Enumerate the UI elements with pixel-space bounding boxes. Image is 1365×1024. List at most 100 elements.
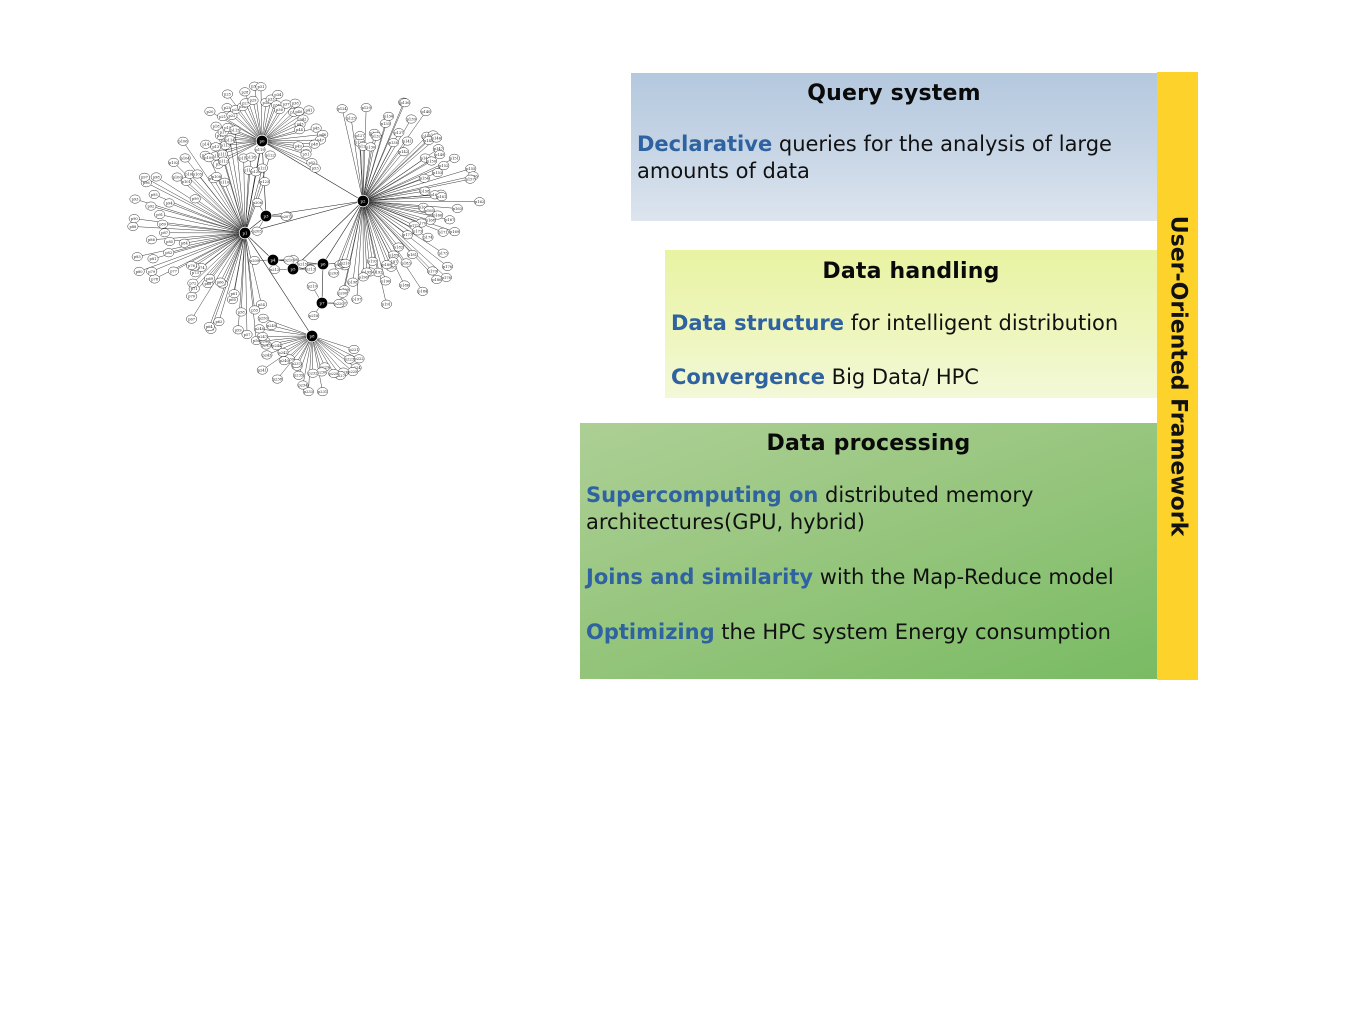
handling-item-text: Big Data/ HPC xyxy=(825,365,979,389)
graph-leaf-label: p240 xyxy=(280,359,290,363)
graph-leaf-label: p68 xyxy=(204,282,212,286)
graph-edge xyxy=(146,182,246,234)
graph-edge xyxy=(244,232,313,337)
graph-edge xyxy=(218,232,246,322)
graph-leaf-label: p230 xyxy=(317,370,327,374)
graph-edge xyxy=(195,198,246,234)
graph-leaf-node: p104 xyxy=(179,153,191,163)
graph-leaf-node: p97 xyxy=(138,172,150,182)
graph-leaf-label: p93 xyxy=(132,197,140,201)
graph-leaf-label: p181 xyxy=(408,253,417,257)
graph-leaf-label: p163 xyxy=(453,207,463,211)
graph-leaf-label: p237 xyxy=(292,362,302,366)
graph-leaf-label: p64 xyxy=(206,325,214,329)
graph-leaf-node: p207 xyxy=(280,211,292,221)
graph-edge xyxy=(362,196,442,202)
graph-leaf-label: p17 xyxy=(220,130,228,134)
graph-leaf-label: p213 xyxy=(306,268,316,272)
graph-leaf-label: p9 xyxy=(216,163,221,167)
graph-edge xyxy=(341,108,364,202)
graph-leaf-label: p193 xyxy=(368,260,378,264)
graph-leaf-label: p179 xyxy=(428,269,438,273)
graph-leaf-node: p190 xyxy=(380,276,392,286)
graph-leaf-node: p181 xyxy=(406,249,418,259)
graph-leaf-label: p198 xyxy=(348,281,358,285)
graph-leaf-node: p166 xyxy=(432,210,444,220)
graph-leaf-node: p51 xyxy=(300,149,312,159)
graph-leaf-node: p80 xyxy=(133,266,145,276)
graph-leaf-node: p129 xyxy=(360,103,372,113)
graph-leaf-label: p158 xyxy=(420,190,430,194)
graph-edge xyxy=(191,232,246,320)
graph-leaf-label: p157 xyxy=(466,178,476,182)
graph-edge xyxy=(311,335,341,376)
graph-leaf-node: p48 xyxy=(309,139,320,149)
graph-leaf-label: p85 xyxy=(166,240,174,244)
processing-item: Optimizing the HPC system Energy consump… xyxy=(586,619,1151,646)
graph-edge xyxy=(261,139,321,142)
graph-leaf-node: p151 xyxy=(448,153,460,163)
graph-leaf-label: p82 xyxy=(165,251,172,255)
graph-leaf-label: p134 xyxy=(384,115,394,119)
graph-edge xyxy=(261,140,307,155)
graph-leaf-node: p218 xyxy=(308,311,320,321)
graph-leaf-label: p73 xyxy=(192,271,200,275)
graph-leaf-label: p162 xyxy=(475,200,484,204)
graph-leaf-label: p87 xyxy=(161,231,169,235)
graph-leaf-label: p130 xyxy=(366,145,376,149)
graph-leaf-node: p146 xyxy=(430,133,442,143)
graph-hub-node: p1 xyxy=(238,226,252,240)
graph-leaf-node: p154 xyxy=(418,173,430,183)
graph-leaf-node: p250 xyxy=(257,313,269,323)
graph-edge xyxy=(362,200,373,262)
graph-leaf-label: p67 xyxy=(188,318,196,322)
graph-leaf-label: p203 xyxy=(329,271,339,275)
graph-leaf-node: p136 xyxy=(399,98,411,108)
graph-edge xyxy=(362,200,447,278)
graph-edge xyxy=(311,335,344,373)
graph-leaf-node: p85 xyxy=(164,236,176,246)
graph-leaf-label: p54 xyxy=(258,303,266,307)
graph-leaf-node: p20 xyxy=(204,106,216,116)
graph-leaf-label: p175 xyxy=(438,252,448,256)
graph-edge xyxy=(362,200,433,272)
graph-edge xyxy=(322,200,364,265)
processing-item-text: the HPC system Energy consumption xyxy=(714,620,1111,644)
graph-leaf-node: p124 xyxy=(336,104,348,114)
graph-leaf-label: p72 xyxy=(189,282,196,286)
graph-leaf-node: p134 xyxy=(383,111,394,121)
graph-edge xyxy=(244,232,257,341)
graph-leaf-node: p40 xyxy=(293,106,305,116)
graph-leaf-label: p173 xyxy=(413,229,423,233)
graph-leaf-node: p162 xyxy=(474,197,486,207)
graph-leaf-node: p138 xyxy=(387,138,399,148)
graph-leaf-label: p148 xyxy=(421,156,431,160)
graph-leaf-node: p79 xyxy=(146,266,158,276)
graph-leaf-node: p153 xyxy=(432,168,444,178)
graph-edge xyxy=(362,165,444,202)
graph-leaf-label: p24 xyxy=(232,108,240,112)
graph-leaf-label: p196 xyxy=(359,275,369,279)
graph-edge xyxy=(311,335,353,372)
graph-leaf-label: p124 xyxy=(338,107,348,111)
graph-edge xyxy=(362,160,432,202)
graph-leaf-node: p110 xyxy=(219,177,231,187)
graph-leaf-label: p229 xyxy=(320,365,330,369)
graph-leaf-node: p141 xyxy=(401,136,413,146)
graph-leaf-node: p219 xyxy=(306,281,318,291)
graph-leaf-label: p225 xyxy=(348,370,358,374)
graph-edge xyxy=(197,173,246,234)
graph-leaf-node: p222 xyxy=(353,354,365,364)
graph-edge xyxy=(350,117,364,202)
graph-leaf-label: p174 xyxy=(423,236,433,240)
graph-leaf-node: p189 xyxy=(381,260,393,270)
graph-leaf-node: p115 xyxy=(229,125,241,135)
graph-leaf-node: p249 xyxy=(266,321,277,331)
graph-edge xyxy=(362,200,444,233)
graph-leaf-label: p114 xyxy=(225,138,235,142)
graph-leaf-node: p212 xyxy=(269,265,281,275)
graph-leaf-label: p216 xyxy=(341,262,351,266)
graph-leaf-label: p119 xyxy=(255,148,265,152)
graph-edge xyxy=(242,106,263,142)
graph-leaf-label: p186 xyxy=(400,283,410,287)
